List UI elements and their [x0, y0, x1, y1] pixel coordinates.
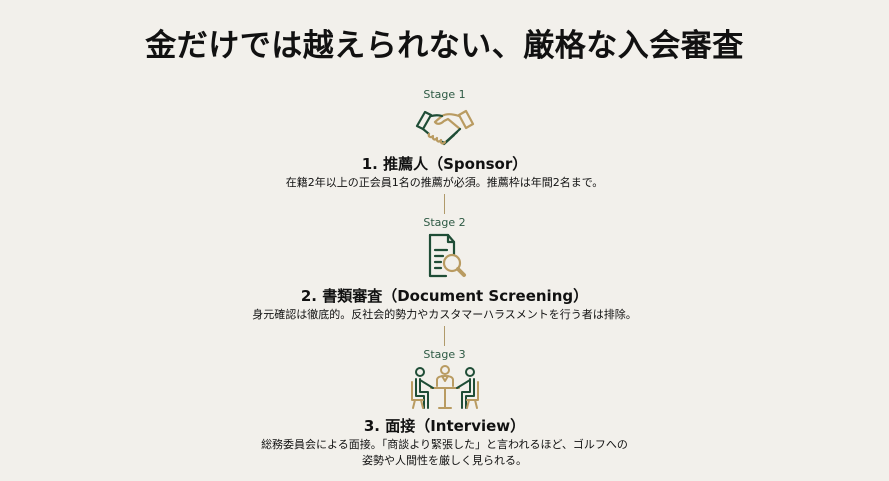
stage-1-label: Stage 1	[423, 88, 466, 101]
connector-line-2	[444, 326, 445, 346]
interview-icon	[410, 365, 479, 409]
stage-2-label: Stage 2	[423, 216, 466, 229]
stage-1-description: 在籍2年以上の正会員1名の推薦が必須。推薦枠は年間2名まで。	[285, 176, 604, 189]
stage-2-heading: 2. 書類審査（Document Screening）	[300, 287, 589, 305]
stage-3-description-line1: 総務委員会による面接。「商談より緊張した」と言われるほど、ゴルフへの	[261, 438, 628, 451]
page-title: 金だけでは越えられない、厳格な入会審査	[145, 28, 744, 64]
stage-3-description-line2: 姿勢や人間性を厳しく見られる。	[362, 454, 527, 467]
stage-3-heading: 3. 面接（Interview）	[363, 417, 526, 435]
handshake-icon	[415, 109, 474, 146]
stage-1-heading: 1. 推薦人（Sponsor）	[361, 155, 528, 173]
connector-line-1	[444, 194, 445, 214]
document-search-icon	[428, 233, 466, 278]
stage-3-label: Stage 3	[423, 348, 466, 361]
stage-2-description: 身元確認は徹底的。反社会的勢力やカスタマーハラスメントを行う者は排除。	[252, 308, 637, 321]
